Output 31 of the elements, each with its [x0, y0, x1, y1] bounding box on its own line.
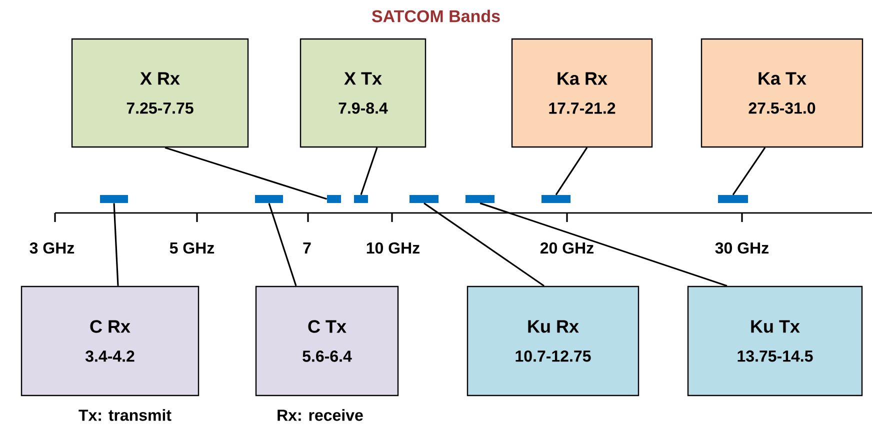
band-marker — [255, 195, 283, 203]
band-marker — [327, 195, 341, 203]
band-box: C Tx 5.6-6.4 — [255, 286, 399, 396]
axis-label: 5 GHz — [170, 242, 214, 254]
title: SATCOM Bands — [372, 10, 500, 22]
leader-line — [164, 146, 328, 200]
axis-label: 3 GHz — [30, 242, 74, 254]
band-marker — [410, 195, 438, 203]
band-box: Ka Tx 27.5-31.0 — [700, 38, 864, 148]
leader-line — [424, 202, 544, 287]
band-marker — [718, 195, 748, 203]
band-marker — [542, 195, 570, 203]
leader-line — [555, 147, 588, 196]
axis-label: 7 — [303, 242, 311, 254]
leader-line — [732, 147, 766, 196]
axis-label: 30 GHz — [715, 242, 769, 254]
band-box: X Tx 7.9-8.4 — [300, 38, 426, 148]
band-box: Ku Tx 13.75-14.5 — [687, 286, 863, 396]
leader-line — [113, 203, 119, 286]
axis-label: 10 GHz — [366, 242, 420, 254]
leader-line — [268, 202, 297, 286]
band-box: Ku Rx 10.7-12.75 — [466, 286, 640, 396]
leader-line — [480, 202, 728, 287]
band-marker — [354, 195, 368, 203]
leader-line — [360, 147, 378, 196]
axis-label: 20 GHz — [540, 242, 594, 254]
band-marker — [100, 195, 128, 203]
band-marker — [466, 195, 494, 203]
band-box: X Rx 7.25-7.75 — [71, 38, 249, 148]
band-box: Ka Rx 17.7-21.2 — [511, 38, 653, 148]
band-box: C Rx 3.4-4.2 — [20, 286, 200, 396]
